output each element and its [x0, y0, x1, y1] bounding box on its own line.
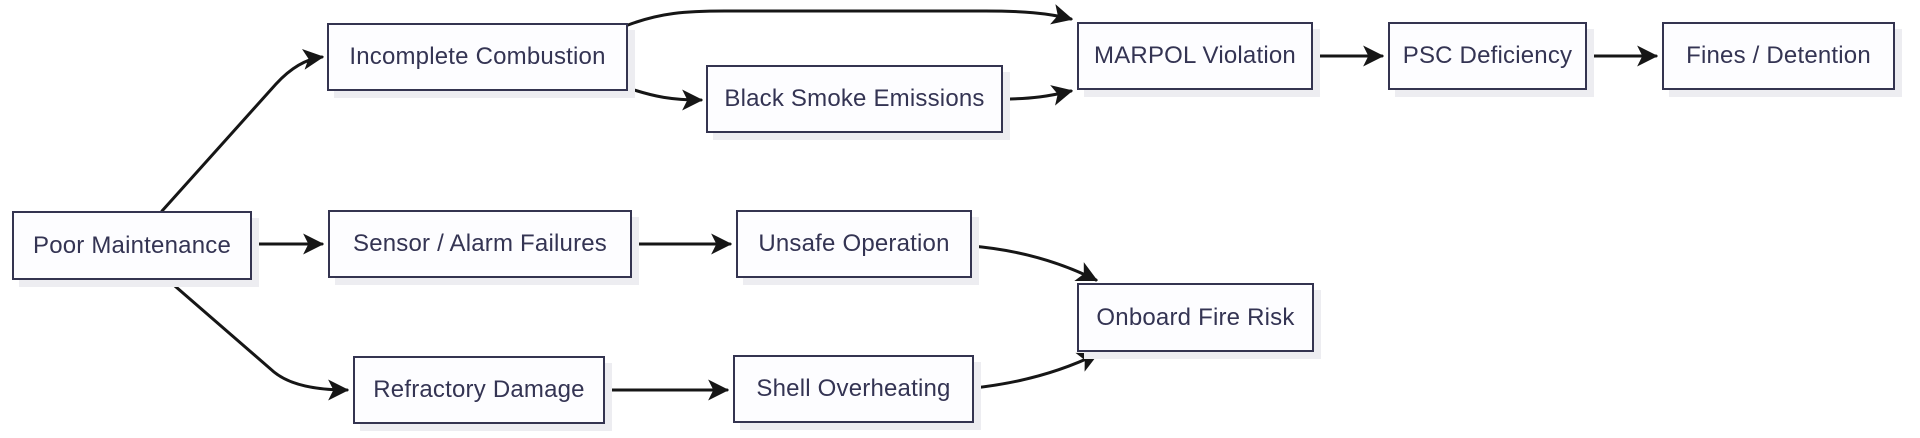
node-refractory-damage-label: Refractory Damage [373, 376, 585, 403]
edge-incomplete-combustion-to-marpol-violation [626, 4, 1074, 27]
node-onboard-fire-risk: Onboard Fire Risk [1077, 283, 1314, 352]
node-sensor-alarm-failures-label: Sensor / Alarm Failures [352, 230, 608, 257]
edge-incomplete-combustion-to-black-smoke-emissions [626, 86, 704, 111]
node-unsafe-operation: Unsafe Operation [736, 210, 972, 278]
node-refractory-damage: Refractory Damage [353, 356, 605, 424]
node-black-smoke-emissions-label: Black Smoke Emissions [724, 85, 985, 112]
edge-poor-maintenance-to-refractory-damage [166, 278, 350, 401]
edge-shell-overheating-to-onboard-fire-risk [972, 352, 1099, 390]
edge-unsafe-operation-to-onboard-fire-risk [970, 244, 1098, 282]
edge-poor-maintenance-to-incomplete-combustion [160, 48, 325, 213]
node-psc-deficiency-label: PSC Deficiency [1402, 42, 1573, 69]
node-fines-detention-label: Fines / Detention [1686, 42, 1871, 69]
node-fines-detention: Fines / Detention [1662, 22, 1895, 90]
node-poor-maintenance-label: Poor Maintenance [33, 231, 231, 259]
node-black-smoke-emissions: Black Smoke Emissions [706, 65, 1003, 133]
node-marpol-violation-label: MARPOL Violation [1094, 42, 1296, 69]
node-unsafe-operation-label: Unsafe Operation [758, 230, 950, 257]
node-incomplete-combustion-label: Incomplete Combustion [349, 43, 606, 70]
node-shell-overheating-label: Shell Overheating [756, 375, 951, 402]
node-incomplete-combustion: Incomplete Combustion [327, 23, 628, 91]
node-sensor-alarm-failures: Sensor / Alarm Failures [328, 210, 632, 278]
node-marpol-violation: MARPOL Violation [1077, 22, 1313, 90]
node-shell-overheating: Shell Overheating [733, 355, 974, 423]
node-psc-deficiency: PSC Deficiency [1388, 22, 1587, 90]
node-poor-maintenance: Poor Maintenance [12, 211, 252, 280]
node-onboard-fire-risk-label: Onboard Fire Risk [1096, 303, 1295, 331]
edge-black-smoke-emissions-to-marpol-violation [1001, 85, 1074, 106]
